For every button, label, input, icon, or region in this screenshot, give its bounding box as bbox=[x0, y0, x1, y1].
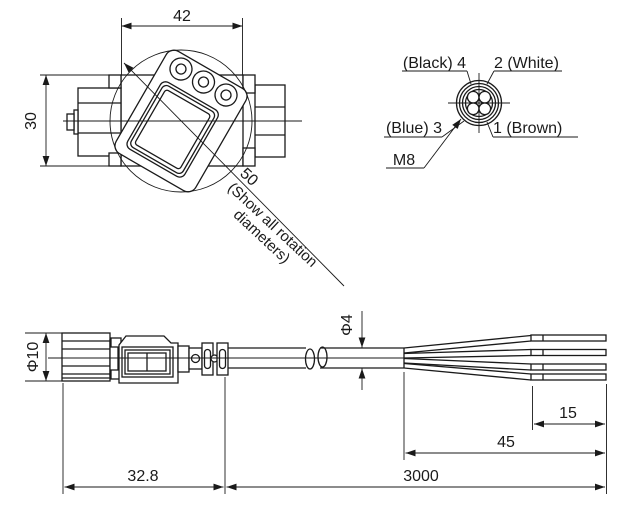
cable-break-symbol bbox=[304, 348, 316, 370]
pin-4 bbox=[466, 90, 480, 104]
dim-3000-text: 3000 bbox=[403, 468, 439, 485]
pin3-label: (Blue) 3 bbox=[386, 120, 442, 137]
head-buttons bbox=[169, 57, 238, 107]
wire-fanout bbox=[403, 334, 607, 381]
pin-1 bbox=[478, 102, 492, 116]
dim-42-text: 42 bbox=[173, 8, 191, 25]
dim-15: 15 bbox=[532, 386, 605, 430]
pin2-label: 2 (White) bbox=[494, 55, 559, 72]
front-view: 42 30 bbox=[23, 8, 345, 287]
pin-3 bbox=[466, 102, 480, 116]
side-view: Φ10 Φ4 15 45 3000 bbox=[25, 311, 607, 494]
connector-face bbox=[448, 73, 510, 133]
coupling-nut bbox=[61, 332, 111, 382]
pin2-label-group: 2 (White) bbox=[486, 55, 562, 85]
head-display bbox=[126, 81, 219, 178]
pin1-label-group: 1 (Brown) bbox=[486, 120, 578, 138]
dim-phi10-text: Φ10 bbox=[25, 342, 42, 373]
dim-phi4-text: Φ4 bbox=[339, 314, 356, 336]
pin3-label-group: (Blue) 3 bbox=[384, 120, 465, 138]
dim-45-text: 45 bbox=[497, 434, 515, 451]
pin4-label: (Black) 4 bbox=[403, 55, 466, 72]
thread-label: M8 bbox=[393, 152, 415, 169]
wire-tips bbox=[530, 334, 607, 381]
dim-phi10: Φ10 bbox=[25, 332, 62, 382]
dim-32-8-text: 32.8 bbox=[127, 468, 158, 485]
strain-relief bbox=[177, 342, 229, 376]
pin1-label: 1 (Brown) bbox=[493, 120, 562, 137]
dia-50-leader bbox=[123, 62, 345, 287]
cable bbox=[228, 346, 405, 370]
rotation-note: (Show all rotation diameters) bbox=[224, 179, 320, 270]
dim-32-8: 32.8 bbox=[62, 383, 224, 494]
dim-phi4: Φ4 bbox=[339, 311, 366, 390]
pin-2 bbox=[478, 90, 492, 104]
dim-30: 30 bbox=[23, 74, 121, 167]
dim-15-text: 15 bbox=[559, 405, 577, 422]
dim-45: 45 bbox=[403, 372, 605, 460]
pin4-label-group: (Black) 4 bbox=[402, 55, 472, 85]
connector-body bbox=[118, 335, 179, 384]
thread-label-group: M8 bbox=[386, 118, 462, 169]
dim-30-text: 30 bbox=[23, 112, 40, 130]
pinout-view: (Black) 4 2 (White) (Blue) 3 1 (Brown) M… bbox=[384, 55, 578, 169]
dim-42: 42 bbox=[121, 8, 243, 75]
dim-3000: 3000 bbox=[224, 377, 607, 494]
